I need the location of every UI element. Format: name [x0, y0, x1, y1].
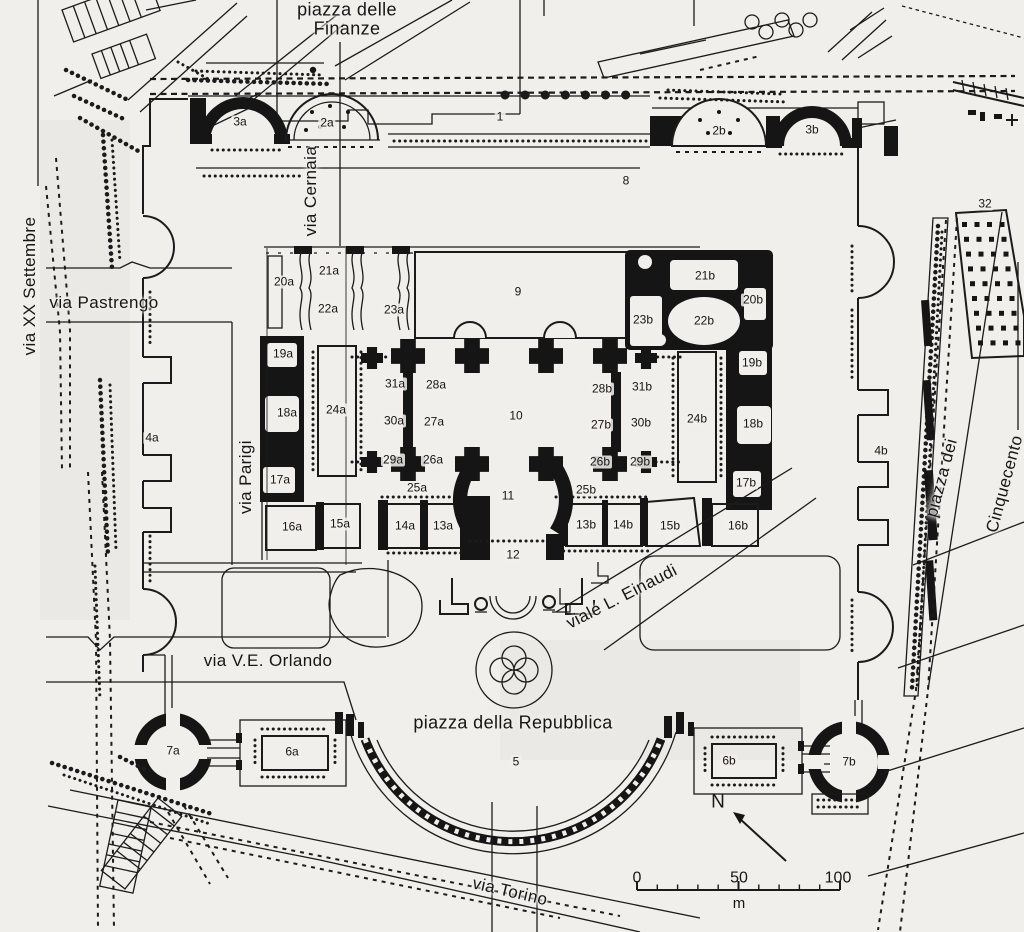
street-label-piazza-dei: piazza dei — [921, 436, 961, 520]
room-label-24b: 24b — [684, 411, 710, 426]
room-label-22a: 22a — [315, 301, 341, 316]
room-label-4b: 4b — [872, 443, 890, 458]
street-label-via-cernaia: via Cernaia — [300, 145, 320, 237]
room-label-21a: 21a — [316, 263, 342, 278]
room-label-13a: 13a — [430, 518, 456, 533]
city-blocks-northeast — [849, 5, 1024, 126]
north-band-exedras — [185, 62, 862, 156]
room-label-30a: 30a — [381, 413, 407, 428]
scale-tick-label-0: 0 — [632, 869, 642, 887]
room-label-25b: 25b — [573, 482, 599, 497]
room-label-16a: 16a — [279, 519, 305, 534]
room-label-26a: 26a — [420, 452, 446, 467]
room-label-7a: 7a — [164, 743, 182, 758]
room-label-3b: 3b — [803, 122, 821, 137]
room-label-12: 12 — [504, 547, 522, 562]
room-label-32: 32 — [976, 196, 994, 211]
scale-tick-label-50: 50 — [730, 869, 748, 887]
room-label-29b: 29b — [627, 454, 653, 469]
room-label-22b: 22b — [691, 313, 717, 328]
room-label-20a: 20a — [271, 274, 297, 289]
street-pastrengo-parigi-lines — [46, 261, 263, 565]
room-label-19a: 19a — [270, 346, 296, 361]
room-label-17a: 17a — [267, 472, 293, 487]
room-label-11: 11 — [499, 488, 517, 503]
room-label-14a: 14a — [392, 518, 418, 533]
precinct-walls — [142, 90, 898, 728]
north-label: N — [711, 791, 725, 813]
room-label-7b: 7b — [840, 754, 858, 769]
street-label-piazza-della-repubblica: piazza della Repubblica — [413, 712, 613, 733]
southwest-rotunda-complex — [117, 708, 347, 796]
room-label-6a: 6a — [283, 744, 301, 759]
room-label-30b: 30b — [628, 415, 654, 430]
room-label-27a: 27a — [421, 414, 447, 429]
room-label-2b: 2b — [710, 123, 728, 138]
scale-unit-label: m — [732, 894, 746, 912]
street-label-via-xx-settembre: via XX Settembre — [19, 216, 39, 356]
room-label-15a: 15a — [327, 516, 353, 531]
north-arrow — [733, 812, 787, 862]
room-label-3a: 3a — [231, 114, 249, 129]
street-via-cernaia-lines — [276, 0, 521, 246]
fountain — [475, 631, 553, 709]
room-label-21b: 21b — [692, 268, 718, 283]
street-label-cinquecento: Cinquecento — [982, 433, 1024, 535]
room-label-31a: 31a — [382, 376, 408, 391]
room-label-15b: 15b — [657, 518, 683, 533]
street-label-piazza-delle-finanze: piazza delle Finanze — [297, 0, 397, 39]
street-label-via-torino: via Torino — [470, 873, 550, 910]
plan-decoration — [361, 222, 1021, 890]
room-label-23a: 23a — [381, 302, 407, 317]
room-label-18a: 18a — [274, 405, 300, 420]
room-label-31b: 31b — [629, 379, 655, 394]
room-label-6b: 6b — [720, 753, 738, 768]
room-label-25a: 25a — [404, 480, 430, 495]
room-label-23b: 23b — [630, 312, 656, 327]
southeast-rotunda-complex — [693, 716, 898, 815]
street-label-via-parigi: via Parigi — [235, 440, 255, 514]
room-label-27b: 27b — [588, 417, 614, 432]
street-label-viale-l-einaudi: viale L. Einaudi — [563, 560, 681, 633]
city-blocks-north — [543, 0, 887, 79]
room-label-18b: 18b — [740, 416, 766, 431]
room-label-26b: 26b — [587, 454, 613, 469]
room-label-29a: 29a — [380, 452, 406, 467]
room-label-13b: 13b — [573, 517, 599, 532]
room-label-5: 5 — [510, 754, 522, 769]
room-label-14b: 14b — [610, 517, 636, 532]
railway-strip-east — [867, 208, 1024, 932]
street-label-via-v-e-orlando: via V.E. Orlando — [203, 650, 333, 670]
left-street-dotted — [45, 157, 229, 931]
room-label-28a: 28a — [423, 377, 449, 392]
room-label-8: 8 — [620, 173, 632, 188]
room-label-10: 10 — [507, 408, 525, 423]
street-label-via-pastrengo: via Pastrengo — [49, 292, 159, 312]
hemicycle-piazza-repubblica — [335, 712, 694, 932]
room-label-9: 9 — [512, 284, 524, 299]
scale-tick-label-100: 100 — [824, 869, 852, 887]
room-label-19b: 19b — [739, 355, 765, 370]
room-label-4a: 4a — [143, 430, 161, 445]
room-label-17b: 17b — [733, 475, 759, 490]
room-label-20b: 20b — [740, 292, 766, 307]
room-label-24a: 24a — [323, 402, 349, 417]
gardens — [93, 132, 841, 702]
street-lines-south — [46, 467, 817, 932]
room-label-1: 1 — [494, 109, 506, 124]
room-label-2a: 2a — [318, 115, 336, 130]
room-label-16b: 16b — [725, 518, 751, 533]
room-label-28b: 28b — [589, 381, 615, 396]
